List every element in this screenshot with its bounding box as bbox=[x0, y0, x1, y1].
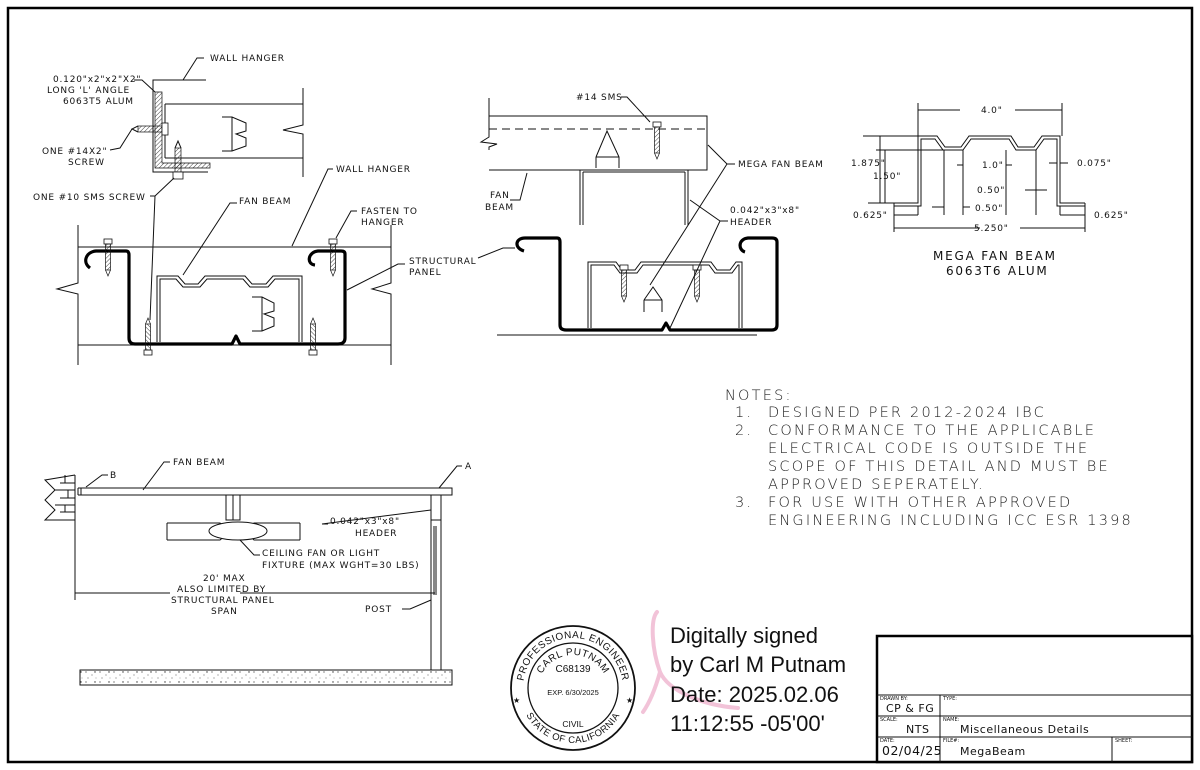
dim-height-total: 1.875" bbox=[851, 159, 886, 169]
note-number: 3. bbox=[735, 495, 753, 511]
date-value: 02/04/25 bbox=[882, 743, 942, 758]
span-label: STRUCTURAL PANEL bbox=[171, 596, 275, 606]
wall-hanger-label: WALL HANGER bbox=[210, 54, 285, 64]
structural-panel-label: STRUCTURAL bbox=[409, 257, 476, 267]
structural-panel-label: PANEL bbox=[409, 268, 441, 278]
drawn-by-value: CP & FG bbox=[886, 702, 934, 715]
scale-value: NTS bbox=[906, 723, 929, 736]
dim-groove-gap: 1.0" bbox=[982, 161, 1004, 171]
fasten-label: FASTEN TO bbox=[361, 207, 418, 217]
file-label: FILE#: bbox=[943, 738, 959, 744]
header-detail: #14 SMS MEGA FAN BEAM FAN BEAM 0.042"x3"… bbox=[477, 93, 824, 336]
note-text: ELECTRICAL CODE IS OUTSIDE THE bbox=[768, 441, 1089, 457]
fixture-label: CEILING FAN OR LIGHT bbox=[262, 549, 380, 559]
angle-spec-label: 6063T5 ALUM bbox=[63, 97, 134, 107]
header-spec-label: HEADER bbox=[355, 529, 397, 539]
note-number: 2. bbox=[735, 423, 753, 439]
svg-text:★: ★ bbox=[626, 696, 633, 705]
dim-thickness: 0.075" bbox=[1077, 159, 1112, 169]
stamp-license: C68139 bbox=[555, 664, 590, 675]
name-label: NAME: bbox=[943, 717, 960, 723]
span-label: 20' MAX bbox=[203, 574, 245, 584]
marker-a-label: A bbox=[465, 462, 472, 472]
name-value: Miscellaneous Details bbox=[960, 723, 1089, 736]
header-spec-label: 0.042"x3"x8" bbox=[330, 517, 400, 527]
section-mark-b-icon bbox=[252, 296, 275, 332]
fan-beam-label: FAN bbox=[490, 191, 510, 201]
note-text: DESIGNED PER 2012-2024 IBC bbox=[768, 405, 1046, 421]
file-value: MegaBeam bbox=[960, 745, 1026, 758]
elevation-view: FAN BEAM B A 0.042"x3"x8" HEADER CEILING… bbox=[43, 458, 472, 686]
dim-flange-left: 0.625" bbox=[853, 211, 888, 221]
profile-subtitle: 6063T6 ALUM bbox=[946, 264, 1049, 278]
fixture-label: FIXTURE (MAX WGHT=30 LBS) bbox=[262, 561, 419, 571]
wall-hanger-label: WALL HANGER bbox=[336, 165, 411, 175]
digital-signature: Digitally signed by Carl M Putnam Date: … bbox=[641, 610, 846, 736]
scale-label: SCALE: bbox=[880, 717, 898, 723]
note-text: FOR USE WITH OTHER APPROVED bbox=[768, 495, 1072, 511]
stamp-expiry: EXP. 6/30/2025 bbox=[547, 688, 599, 697]
screw14-label: SCREW bbox=[68, 158, 105, 168]
profile-title: MEGA FAN BEAM bbox=[933, 249, 1057, 263]
angle-spec-label: 0.120"x2"x2"X2" bbox=[53, 75, 141, 85]
connection-detail: WALL HANGER 0.120"x2"x2"X2" LONG 'L' ANG… bbox=[33, 54, 476, 365]
type-label: TYPE: bbox=[942, 696, 957, 702]
signature-line: by Carl M Putnam bbox=[670, 652, 846, 677]
header-spec-label: HEADER bbox=[730, 218, 772, 228]
signature-line: 11:12:55 -05'00' bbox=[670, 711, 825, 736]
notes: NOTES: 1. DESIGNED PER 2012-2024 IBC 2. … bbox=[725, 388, 1133, 529]
sms10-label: ONE #10 SMS SCREW bbox=[33, 193, 146, 203]
post-label: POST bbox=[365, 605, 392, 615]
fan-beam-label: FAN BEAM bbox=[239, 197, 291, 207]
span-label: SPAN bbox=[211, 607, 238, 617]
dim-groove-a: 0.50" bbox=[977, 186, 1005, 196]
drawn-by-label: DRAWN BY: bbox=[880, 696, 908, 702]
concrete-slab bbox=[79, 669, 453, 686]
title-block: DRAWN BY: CP & FG TYPE: SCALE: NTS NAME:… bbox=[875, 634, 1194, 764]
acrobat-ribbon-icon bbox=[641, 610, 740, 714]
signature-line: Digitally signed bbox=[670, 623, 818, 648]
header-spec-label: 0.042"x3"x8" bbox=[730, 206, 800, 216]
fan-beam-label: BEAM bbox=[485, 203, 514, 213]
engineer-stamp: PROFESSIONAL ENGINEER CARL PUTNAM C68139… bbox=[510, 625, 636, 751]
dim-groove-b: 0.50" bbox=[975, 204, 1003, 214]
mega-fan-beam-label: MEGA FAN BEAM bbox=[738, 160, 824, 170]
note-number: 1. bbox=[735, 405, 753, 421]
sheet-border bbox=[6, 6, 1194, 764]
brick-wall-icon bbox=[43, 474, 76, 521]
dim-width-top: 4.0" bbox=[981, 106, 1003, 116]
section-mark-b-icon bbox=[222, 116, 247, 152]
sheet-label: SHEET: bbox=[1115, 738, 1133, 744]
mega-fan-beam-profile: 4.0" 1.875" 1.50" 1.0" 0.50" 0.50" 0.075… bbox=[851, 103, 1129, 278]
notes-heading: NOTES: bbox=[725, 388, 793, 404]
note-text: SCOPE OF THIS DETAIL AND MUST BE bbox=[768, 459, 1110, 475]
fasten-label: HANGER bbox=[361, 218, 404, 228]
svg-text:★: ★ bbox=[513, 696, 520, 705]
angle-spec-label: LONG 'L' ANGLE bbox=[47, 86, 130, 96]
screw14-label: ONE #14X2" bbox=[42, 147, 107, 157]
sms14-label: #14 SMS bbox=[576, 93, 623, 103]
dim-width-total: 5.250" bbox=[974, 224, 1009, 234]
signature-line: Date: 2025.02.06 bbox=[670, 682, 839, 707]
stamp-discipline: CIVIL bbox=[562, 719, 584, 729]
dim-height-inner: 1.50" bbox=[873, 172, 901, 182]
note-text: APPROVED SEPERATELY. bbox=[768, 477, 985, 493]
dim-flange-right: 0.625" bbox=[1094, 211, 1129, 221]
marker-b-label: B bbox=[110, 471, 117, 481]
ceiling-fan-icon bbox=[208, 521, 268, 541]
fan-beam-label: FAN BEAM bbox=[173, 458, 225, 468]
date-label: DATE: bbox=[880, 738, 895, 744]
note-text: ENGINEERING INCLUDING ICC ESR 1398 bbox=[768, 513, 1133, 529]
note-text: CONFORMANCE TO THE APPLICABLE bbox=[768, 423, 1096, 439]
span-label: ALSO LIMITED BY bbox=[177, 585, 266, 595]
